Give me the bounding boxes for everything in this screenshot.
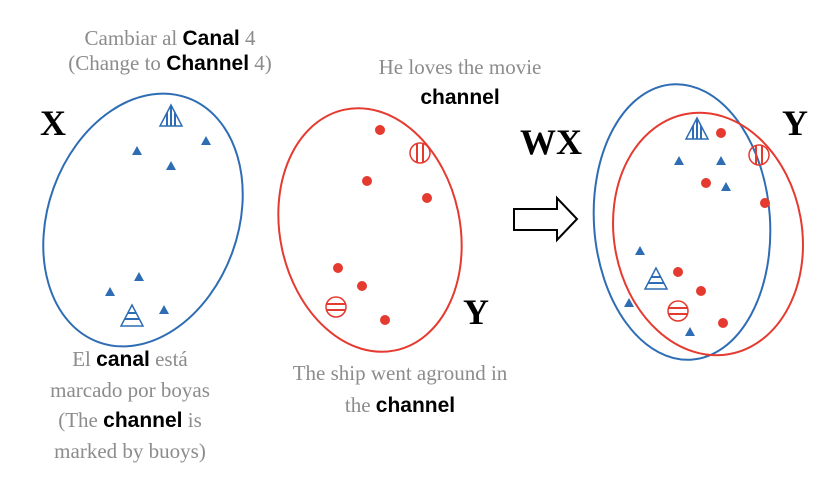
blue-triangle-point <box>105 287 115 296</box>
cluster-y-points <box>333 125 432 325</box>
red-dot-point <box>716 128 726 138</box>
blue-triangle-point <box>674 156 684 165</box>
label-x: X <box>40 103 66 143</box>
blue-triangle-point <box>159 305 169 314</box>
highlight-triangle-vertical <box>684 116 710 140</box>
red-dot-point <box>380 315 390 325</box>
label-y-middle: Y <box>463 292 489 332</box>
cluster-y-ellipse <box>277 107 463 353</box>
blue-triangle-point <box>201 136 211 145</box>
highlight-triangle-vertical <box>158 103 184 127</box>
label-wx: WX <box>520 122 582 162</box>
highlight-circle-horizontal <box>667 300 689 322</box>
blue-triangle-point <box>716 156 726 165</box>
blue-triangle-point <box>166 161 176 170</box>
label-y-right: Y <box>782 103 808 143</box>
highlight-triangle-horizontal <box>119 303 145 327</box>
highlight-circle-vertical <box>748 144 770 166</box>
red-dot-point <box>422 193 432 203</box>
red-dot-point <box>718 318 728 328</box>
cluster-y-right-points <box>673 128 770 328</box>
highlight-triangle-horizontal <box>643 266 669 290</box>
right-arrow-icon <box>513 195 579 243</box>
blue-triangle-point <box>685 327 695 336</box>
caption-top-middle: He loves the movie channel <box>378 55 542 109</box>
cluster-y-right-ellipse <box>612 111 804 357</box>
caption-top-left: Cambiar al Canal 4 (Change to Channel 4) <box>68 26 272 75</box>
blue-triangle-point <box>132 146 142 155</box>
blue-triangle-point <box>635 246 645 255</box>
blue-triangle-point <box>721 182 731 191</box>
caption-bottom-middle: The ship went aground in the channel <box>292 361 508 417</box>
red-dot-point <box>333 263 343 273</box>
cluster-wx-ellipse <box>592 83 772 361</box>
red-dot-point <box>760 198 770 208</box>
red-dot-point <box>375 125 385 135</box>
cluster-wx-points <box>624 156 731 336</box>
red-dot-point <box>357 281 367 291</box>
red-dot-point <box>701 178 711 188</box>
red-dot-point <box>673 267 683 277</box>
red-dot-point <box>696 286 706 296</box>
highlight-circle-vertical <box>409 142 431 164</box>
cluster-x-ellipse <box>42 92 244 348</box>
red-dot-point <box>362 176 372 186</box>
cluster-x-points <box>105 136 211 314</box>
blue-triangle-point <box>624 298 634 307</box>
blue-triangle-point <box>134 272 144 281</box>
highlight-circle-horizontal <box>325 296 347 318</box>
caption-bottom-left: El canal está marcado por boyas (The cha… <box>50 347 210 463</box>
